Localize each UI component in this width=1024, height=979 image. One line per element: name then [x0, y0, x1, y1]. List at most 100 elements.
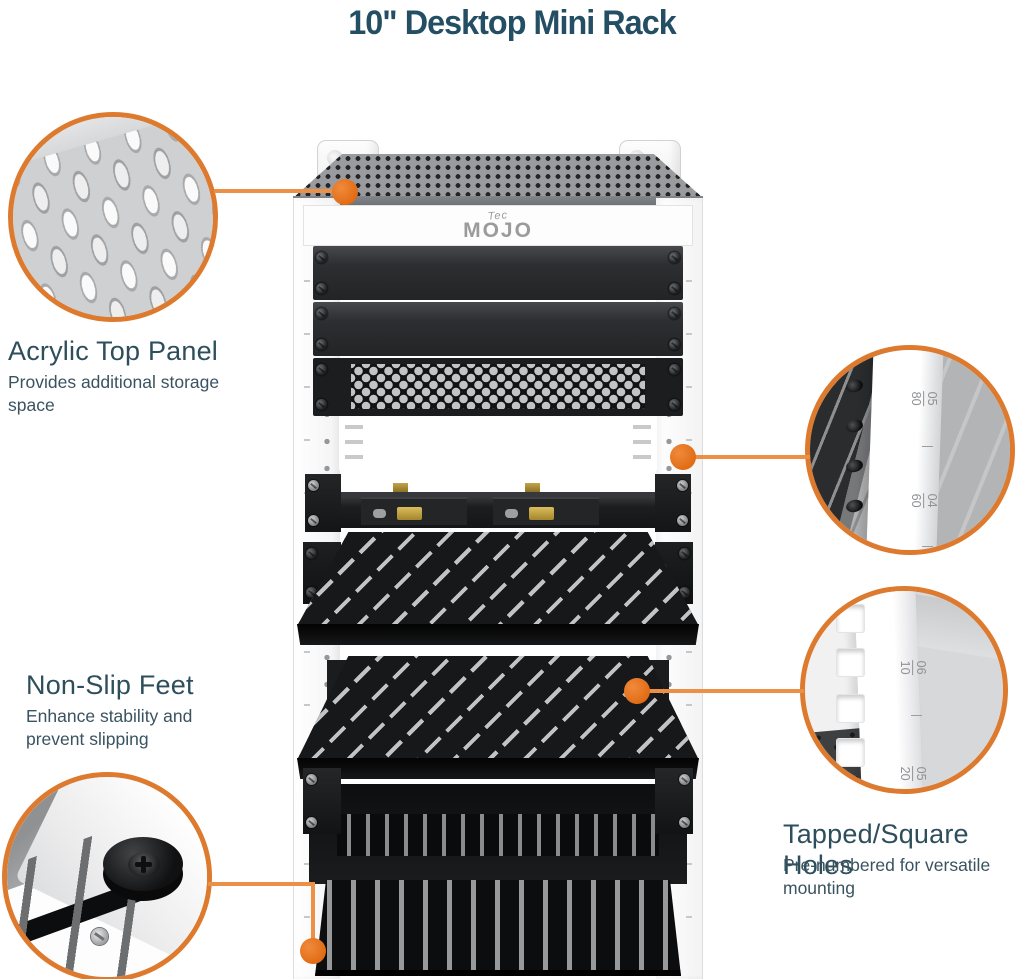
rail-mark-number: 20 [898, 766, 912, 781]
square-hole [836, 739, 864, 766]
callout-feet-subtext: Enhance stability and prevent slipping [26, 705, 192, 751]
rail-square-holes [854, 591, 924, 789]
rail-mark-number: 05 [925, 391, 940, 406]
bottom-ear-right [655, 768, 693, 834]
screw-icon [669, 308, 680, 319]
fraction-bar [912, 766, 913, 782]
fraction-bar [912, 660, 913, 676]
blank-panel-1 [313, 246, 683, 300]
callout-acrylic-heading: Acrylic Top Panel [8, 336, 219, 366]
rail-tick [911, 715, 922, 716]
rail-mark-number: 10 [898, 660, 912, 675]
brand-faceplate: Tec MOJO [303, 205, 693, 246]
acrylic-top-panel [293, 154, 703, 198]
connector-dot-square-holes [624, 678, 650, 704]
screw-icon [91, 928, 108, 945]
screw-icon [308, 480, 319, 491]
callout-acrylic-line2: space [8, 395, 55, 416]
fraction-bar [923, 493, 924, 509]
pi-tray-ear-left [305, 474, 341, 532]
callout-feet-line2: prevent slipping [26, 729, 149, 750]
page-title: 10" Desktop Mini Rack [348, 4, 676, 42]
rail-mark-number: 05 [914, 766, 929, 781]
bottom-rear-vents [337, 814, 659, 856]
screw-icon [677, 480, 688, 491]
rail-mark-number: 04 [925, 493, 940, 508]
rail-mark-05-80: 05 80 [909, 391, 940, 407]
screw-icon [316, 252, 327, 263]
screw-icon [308, 515, 319, 526]
phillips-screw-icon [135, 862, 152, 867]
square-hole [836, 695, 864, 722]
rubber-foot [103, 837, 183, 903]
bottom-ear-left [303, 768, 341, 834]
brand-logo: Tec MOJO [463, 209, 533, 242]
connector-line-square-holes [648, 689, 804, 693]
inset-square-holes-closeup: 06 10 05 20 [800, 586, 1008, 794]
callout-holes-line2: mounting [783, 878, 855, 899]
connector-line-feet-h [208, 882, 315, 886]
screw-icon [679, 817, 690, 828]
screw-icon [677, 515, 688, 526]
callout-acrylic-line1: Provides additional storage [8, 372, 220, 392]
screw-icon [669, 364, 680, 375]
pi-mount-tray [341, 483, 655, 528]
screw-icon [669, 339, 680, 350]
screw-icon [316, 308, 327, 319]
rail-tick [922, 446, 933, 447]
rail-mark-number: 60 [909, 493, 923, 508]
open-bay [339, 416, 657, 470]
screw-icon [316, 399, 327, 410]
rail-mark-06-10: 06 10 [898, 660, 929, 676]
screw-icon [669, 252, 680, 263]
screw-icon [669, 399, 680, 410]
rail-mark-number: 06 [914, 660, 929, 675]
screw-icon [316, 339, 327, 350]
inset-round-holes-closeup: 05 80 04 60 [805, 345, 1015, 555]
screw-icon [679, 587, 690, 598]
usb-port [373, 509, 386, 518]
hdmi-port [397, 507, 422, 520]
inner-post-right [633, 416, 651, 470]
callout-feet-heading: Non-Slip Feet [26, 670, 194, 700]
bottom-unit [309, 784, 687, 884]
vented-shelf-pattern [934, 350, 1010, 550]
usb-port [505, 509, 518, 518]
antenna-connector [393, 483, 408, 492]
fraction-bar [923, 391, 924, 407]
square-hole [836, 605, 864, 632]
screw-icon [316, 364, 327, 375]
callout-holes-line1: Pre-numbered for versatile [783, 855, 991, 875]
connector-line-acrylic [214, 189, 336, 193]
screw-icon [306, 587, 317, 598]
pi-board-left [361, 497, 467, 525]
callout-acrylic-subtext: Provides additional storage space [8, 371, 219, 417]
pi-tray-ear-right [655, 474, 691, 532]
inset-acrylic-closeup [8, 112, 218, 322]
hdmi-port [529, 507, 554, 520]
top-panel-front-edge [293, 196, 703, 205]
screw-icon [679, 548, 690, 559]
vented-shelf-2-lip [297, 758, 699, 779]
vented-shelf-1 [297, 532, 699, 626]
hex-vent-pattern [351, 364, 645, 409]
connector-dot-round-holes [670, 444, 696, 470]
square-hole-with-nut [824, 783, 855, 789]
bottom-vented-tray [315, 880, 681, 976]
inset-foot-closeup [2, 772, 212, 979]
screw-icon [669, 283, 680, 294]
screw-icon [679, 774, 690, 785]
rail-mark-04-60: 04 60 [909, 493, 940, 509]
vented-shelf-1-lip [297, 624, 699, 645]
brand-logo-name: MOJO [463, 218, 533, 242]
rail-mark-05-20: 05 20 [898, 766, 929, 782]
hex-vent-panel [313, 358, 683, 416]
callout-holes-subtext: Pre-numbered for versatile mounting [783, 854, 990, 900]
antenna-connector [525, 483, 540, 492]
square-hole [836, 649, 864, 676]
rail-tick [922, 546, 933, 547]
rack-product-image: Tec MOJO [293, 140, 703, 979]
vented-shelf-2 [297, 656, 699, 760]
connector-line-feet-v [311, 882, 315, 944]
screw-icon [306, 548, 317, 559]
